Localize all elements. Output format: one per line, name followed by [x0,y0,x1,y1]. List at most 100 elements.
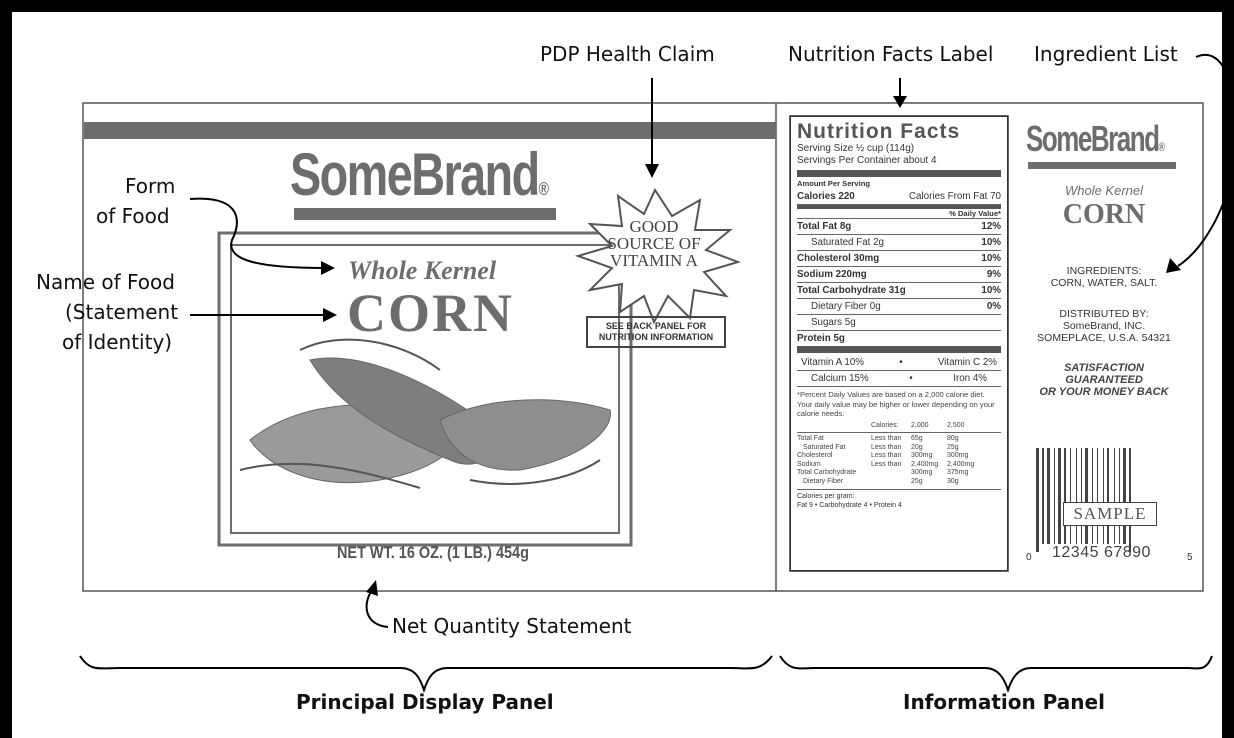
nf-fn-cell: Cholesterol [797,452,833,459]
nf-row-label: Cholesterol 30mg [797,253,880,264]
nf-iron: Iron 4% [953,373,987,384]
barcode-bar [1119,448,1120,544]
nf-row: Protein 5g [797,331,1001,346]
see-back-panel-box: SEE BACK PANEL FOR NUTRITION INFORMATION [586,316,726,348]
callout-nutrition-facts-label: Nutrition Facts Label [788,42,994,66]
nf-fn-cell: Total Carbohydrate [797,469,857,476]
nf-calcium: Calcium 15% [811,373,869,384]
corn-illustration [239,338,611,489]
can-label-outline [82,102,1204,592]
nf-fn-cell: Saturated Fat [803,443,846,451]
nf-vitamin-c: Vitamin C 2% [937,357,997,368]
barcode-bar [1058,448,1061,544]
pdp-top-bar [84,122,776,139]
info-brace [779,655,1213,694]
distributor-block: DISTRIBUTED BY: SomeBrand, INC. SOMEPLAC… [1014,308,1194,344]
nf-fn-cell: 2,400mg [947,460,975,468]
barcode-bar [1042,448,1044,544]
health-claim-line1: GOOD [629,217,679,236]
barcode-number: 12345 67890 [1052,544,1151,561]
nf-fn-header-cell: 2,000 [911,421,929,429]
guarantee-line3: OR YOUR MONEY BACK [1039,386,1169,398]
see-back-line2: NUTRITION INFORMATION [598,332,714,342]
nf-row-label: Sodium 220mg [797,269,867,280]
nf-row-label: Total Fat 8g [797,221,852,232]
nf-servings-per-container: Servings Per Container about 4 [797,155,937,166]
callout-net-quantity: Net Quantity Statement [392,614,632,638]
health-claim-line3: VITAMIN A [610,251,698,270]
health-claim-text: GOOD SOURCE OF VITAMIN A [604,218,704,269]
nf-row-value: 10% [981,237,1001,248]
nf-fn-cell: Less than [871,443,902,451]
nf-row: Dietary Fiber 0g 0% [797,299,1001,315]
nf-fn-cell: Less than [871,435,902,442]
nf-fn-cell: 30g [947,477,959,485]
info-brand-logo: SomeBrand® [1026,118,1165,160]
guarantee-line2: GUARANTEED [1065,374,1143,386]
nf-thick-rule-3 [797,346,1001,353]
nf-fn-cell [871,469,911,478]
ingredients-title: INGREDIENTS: [1066,265,1142,277]
nf-thick-rule-2 [797,204,1001,209]
info-registered-mark: ® [1158,140,1165,154]
nf-row-value: 9% [986,269,1001,280]
callout-form-of-food-1: Form [125,174,176,198]
barcode-bar [1107,448,1109,544]
nf-row-label: Dietary Fiber 0g [811,301,881,312]
barcode-bar [1103,448,1104,544]
nf-row-value: 0% [986,301,1001,312]
pdp-brace [79,655,773,694]
nf-row-label: Sugars 5g [811,317,856,328]
ingredients-text: CORN, WATER, SALT. [1050,277,1158,289]
nf-fn-cell: Sodium [797,460,821,468]
nf-bullet: • [899,357,903,368]
nf-fn-header-cell: Calories: [871,421,899,429]
nf-calories-per-gram-label: Calories per gram: [797,493,855,500]
barcode [1036,448,1168,552]
distributor-company: SomeBrand, INC. [1062,320,1146,332]
nf-vitamin-a: Vitamin A 10% [801,357,864,368]
corn-frame-inner [230,244,620,534]
nf-calories-per-gram-values: Fat 9 • Carbohydrate 4 • Protein 4 [797,502,902,509]
nf-serving-size: Serving Size ½ cup (114g) [797,143,915,154]
nf-vitamins-row-2: Calcium 15% • Iron 4% [797,371,1001,387]
nf-bullet: • [909,373,913,384]
nf-fn-cell: 300mg [911,469,933,476]
pdp-brand-underline [294,208,556,220]
barcode-bar [1054,448,1055,544]
distributed-by-label: DISTRIBUTED BY: [1059,308,1149,320]
barcode-bar [1081,448,1082,544]
callout-name-of-food-3: of Identity) [62,330,173,354]
guarantee-line1: SATISFACTION [1064,362,1144,374]
nf-fn-cell: 80g [947,435,959,442]
distributor-address: SOMEPLACE, U.S.A. 54321 [1037,332,1171,344]
nf-fn-cell: 300mg [911,452,933,459]
nf-fn-header-cell [797,422,871,431]
callout-pdp-health-claim: PDP Health Claim [540,42,715,66]
corn-frame-outer [217,231,633,547]
nf-fn-cell: Dietary Fiber [803,477,844,485]
nf-fn-cell: Less than [871,452,902,459]
barcode-bar [1076,448,1077,544]
ingredients-block: INGREDIENTS: CORN, WATER, SALT. [1024,265,1184,289]
pdp-brand-text: SomeBrand [290,141,540,208]
barcode-bar [1085,448,1088,544]
barcode-bar [1114,448,1115,544]
nf-calories-from-fat: Calories From Fat 70 [908,190,1001,202]
barcode-bar [1123,448,1126,544]
barcode-right-digit: 5 [1187,552,1193,563]
nf-fn-cell: 2,400mg [911,460,939,468]
barcode-bar [1036,448,1039,552]
barcode-left-digit: 0 [1026,552,1032,563]
info-food-form: Whole Kernel [1064,183,1144,198]
pdp-food-form: Whole Kernel [348,256,497,285]
info-brand-underline [1028,162,1176,169]
nf-row-label: Total Carbohydrate 31g [797,285,906,296]
nf-footnote-table-header: Calories: 2,000 2,500 [797,421,1001,433]
info-brand-text: SomeBrand [1026,118,1160,159]
